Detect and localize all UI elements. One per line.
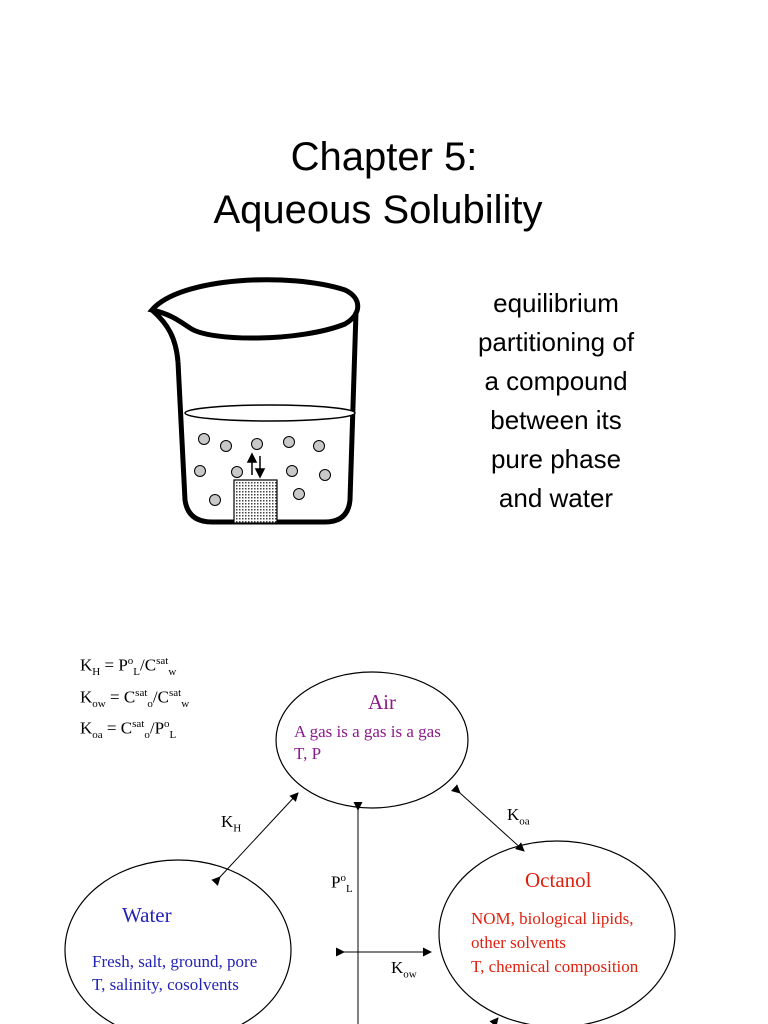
octanol-compartment <box>438 840 676 1024</box>
equation-kow: Kow = Csato/Csatw <box>80 687 190 711</box>
slide-partitioning-diagram <box>0 620 768 1024</box>
pol-label: PoL <box>331 872 353 896</box>
exchange-arrows-icon <box>246 452 266 479</box>
subtitle-line: between its <box>490 405 622 435</box>
koa-arrow <box>451 784 525 852</box>
octanol-bottom-arrow <box>489 1017 499 1024</box>
equation-koa: Koa = Csato/PoL <box>80 718 177 742</box>
subtitle-line: and water <box>498 483 614 513</box>
beaker-rim <box>147 277 361 341</box>
chapter-subject: Aqueous Solubility <box>213 188 543 232</box>
water-desc-line2: T, salinity, cosolvents <box>92 975 239 994</box>
octanol-desc-line2: other solvents <box>471 933 566 952</box>
subtitle-line: partitioning of <box>477 327 635 357</box>
kh-label: KH <box>221 812 242 835</box>
air-desc-line1: A gas is a gas is a gas <box>294 722 441 741</box>
octanol-title: Octanol <box>525 868 592 892</box>
subtitle-description: equilibrium partitioning of a compound b… <box>440 284 672 518</box>
air-title: Air <box>368 690 396 714</box>
subtitle-line: pure phase <box>490 444 622 474</box>
octanol-desc-line3: T, chemical composition <box>471 957 639 976</box>
water-compartment <box>64 859 292 1024</box>
koa-label: Koa <box>507 805 530 828</box>
kh-arrow <box>211 792 299 886</box>
air-desc-line2: T, P <box>294 744 322 763</box>
air-compartment <box>275 671 469 809</box>
subtitle-line: a compound <box>484 366 628 396</box>
beaker-illustration <box>147 277 361 525</box>
partitioning-diagram <box>64 671 676 1024</box>
slide-chapter-title: Chapter 5: Aqueous Solubility <box>147 135 672 525</box>
chapter-title: Chapter 5: <box>290 135 478 179</box>
water-desc-line1: Fresh, salt, ground, pore <box>92 952 258 971</box>
subtitle-line: equilibrium <box>493 288 619 318</box>
water-title: Water <box>122 903 172 927</box>
octanol-desc-line1: NOM, biological lipids, <box>471 909 634 928</box>
pure-phase-block <box>233 479 278 524</box>
water-surface <box>184 404 356 422</box>
equation-kh: KH = PoL/Csatw <box>80 655 177 679</box>
kow-label: Kow <box>391 958 417 981</box>
dissolved-molecules <box>194 433 331 506</box>
